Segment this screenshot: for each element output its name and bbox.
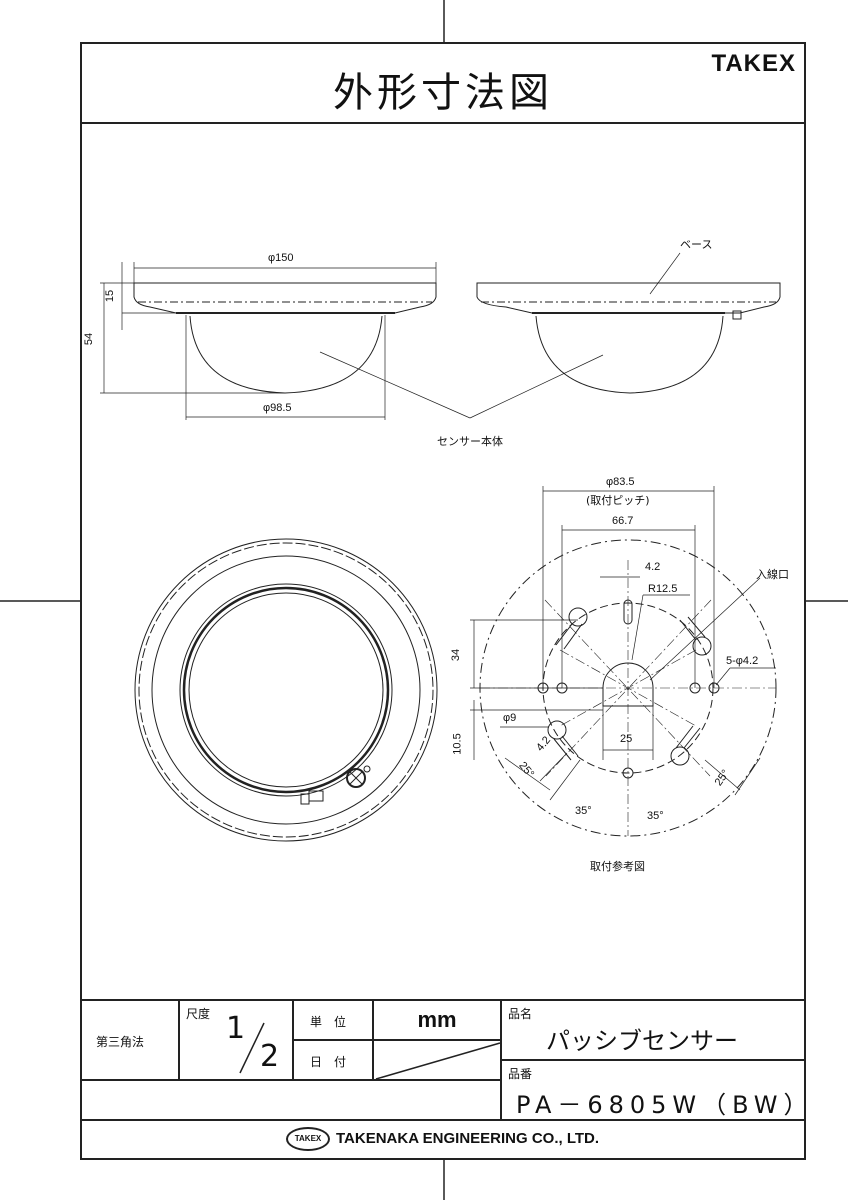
dim-pitch-note: (取付ピッチ) [586, 494, 650, 507]
title-block: 第三角法 尺度 1 2 単 位 mm 日 付 品名 パッシブセンサー 品番 PA… [80, 999, 814, 1160]
dim-radius: R12.5 [648, 583, 678, 595]
blank-cell [82, 1081, 502, 1121]
ring-view [134, 538, 438, 842]
dim-total-height: 54 [83, 332, 96, 346]
label-wire-inlet: 入線口 [756, 568, 789, 581]
projection-cell: 第三角法 [82, 1001, 180, 1081]
scale-numerator: 1 [226, 1011, 246, 1046]
page-title: 外形寸法図 [333, 70, 553, 116]
unit-label: 単 位 [310, 1015, 347, 1029]
company-logo: TAKEX [286, 1127, 330, 1151]
unit-value-cell: mm [374, 1001, 502, 1041]
dim-hole-spacing: 66.7 [612, 515, 634, 527]
dim-dome-diameter: φ98.5 [263, 402, 292, 414]
dim-holes: 5-φ4.2 [726, 655, 759, 667]
product-number-label: 品番 [508, 1067, 533, 1081]
unit-value: mm [417, 1007, 457, 1032]
brand-logo: TAKEX [711, 50, 796, 77]
dim-34: 34 [450, 648, 463, 662]
unit-label-cell: 単 位 [294, 1001, 374, 1041]
company-row: TAKEX TAKENAKA ENGINEERING CO., LTD. [82, 1121, 804, 1158]
product-name-label: 品名 [508, 1007, 533, 1021]
scale-cell: 尺度 1 2 [180, 1001, 294, 1081]
mounting-view [470, 486, 777, 837]
date-label-cell: 日 付 [294, 1041, 374, 1081]
dim-angle-left-35: 35° [575, 805, 592, 817]
title-row: 外形寸法図 TAKEX [80, 42, 806, 124]
mounting-view-title: 取付参考図 [590, 860, 645, 873]
scale-label: 尺度 [186, 1007, 211, 1021]
dim-outer-diameter: φ150 [268, 252, 294, 264]
scale-denominator: 2 [260, 1039, 280, 1074]
dim-opening-width: 25 [620, 733, 633, 745]
product-name-cell: 品名 パッシブセンサー [502, 1001, 804, 1061]
date-label: 日 付 [310, 1055, 347, 1069]
dim-slot-width: 4.2 [645, 561, 661, 573]
company-name: TAKENAKA ENGINEERING CO., LTD. [336, 1130, 600, 1147]
side-view-left [100, 262, 471, 420]
product-number: PA－6805W（BW） [516, 1091, 814, 1119]
dim-base-height: 15 [104, 289, 117, 303]
product-number-cell: 品番 PA－6805W（BW） [502, 1061, 814, 1121]
dim-pitch-diameter: φ83.5 [606, 476, 635, 488]
dim-angle-right-35: 35° [647, 810, 664, 822]
dim-10-5: 10.5 [451, 733, 464, 755]
side-view-right [469, 252, 781, 419]
dim-keyhole-dia: φ9 [503, 712, 517, 724]
label-sensor-body: センサー本体 [437, 435, 503, 448]
date-value-cell [374, 1041, 502, 1081]
projection-method: 第三角法 [96, 1035, 145, 1049]
label-base: ベース [680, 238, 713, 251]
product-name: パッシブセンサー [546, 1027, 738, 1055]
